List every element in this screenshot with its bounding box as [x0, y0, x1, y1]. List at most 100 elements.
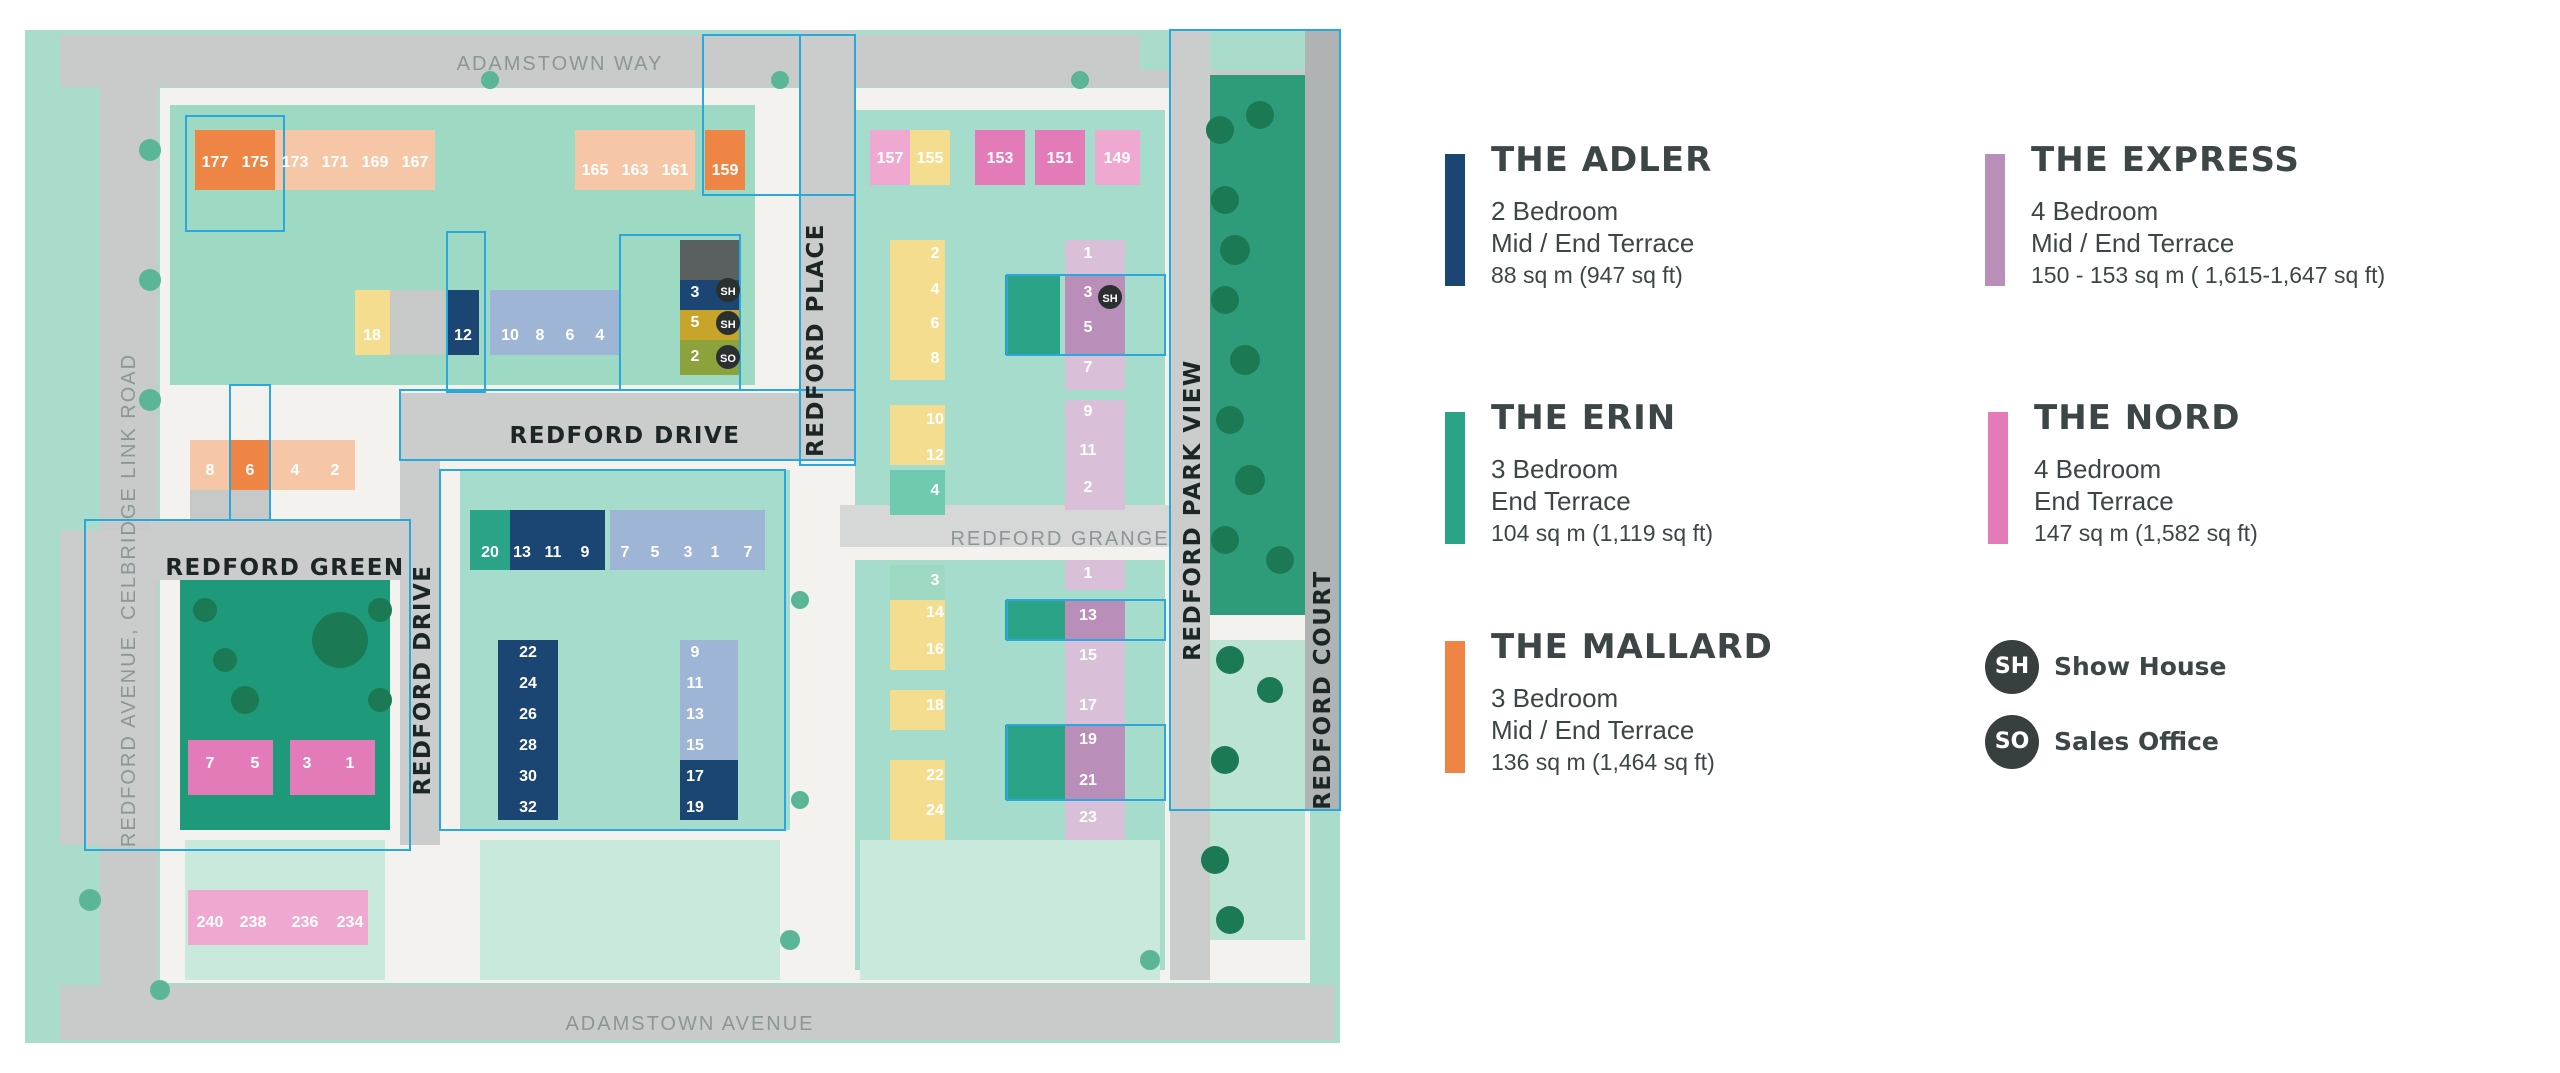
- plot-number[interactable]: 165: [582, 162, 609, 179]
- mallard-swatch: [1445, 641, 1465, 773]
- plot-number[interactable]: 16: [926, 641, 944, 658]
- plot-number[interactable]: 4: [931, 281, 940, 298]
- plot-number[interactable]: 22: [519, 644, 537, 661]
- plot-number[interactable]: 11: [1080, 442, 1097, 459]
- plot-number[interactable]: 8: [206, 462, 215, 479]
- plot-number[interactable]: 240: [197, 914, 224, 931]
- plot-number[interactable]: 4: [596, 327, 605, 344]
- plot-number[interactable]: 7: [1084, 359, 1093, 376]
- plot-number[interactable]: 155: [917, 150, 944, 167]
- plot-number[interactable]: 3: [931, 572, 940, 589]
- plot-number[interactable]: 236: [292, 914, 319, 931]
- plot-number[interactable]: 1: [1084, 245, 1093, 262]
- plot-number[interactable]: 15: [1079, 647, 1097, 664]
- plot-number[interactable]: 7: [206, 755, 215, 772]
- plot-number[interactable]: 3: [684, 544, 693, 561]
- plot-number[interactable]: 20: [481, 544, 499, 561]
- plot-number[interactable]: 21: [1079, 772, 1097, 789]
- plot-number[interactable]: 4: [931, 482, 940, 499]
- plot-number[interactable]: 157: [877, 150, 904, 167]
- plot-number[interactable]: 177: [202, 154, 229, 171]
- plot-number[interactable]: 6: [931, 315, 940, 332]
- plot-number[interactable]: 26: [519, 706, 537, 723]
- plot-number[interactable]: 2: [1084, 479, 1093, 496]
- plot-number[interactable]: 22: [926, 767, 944, 784]
- plot-number[interactable]: 8: [536, 327, 545, 344]
- plot-number[interactable]: 7: [621, 544, 630, 561]
- plot-number[interactable]: 159: [712, 162, 739, 179]
- plot-number[interactable]: 11: [687, 675, 704, 692]
- plot-number[interactable]: 28: [519, 737, 537, 754]
- nord-title: THE NORD: [2034, 398, 2241, 438]
- plot-number[interactable]: 1: [1084, 565, 1093, 582]
- plot-number[interactable]: 5: [691, 314, 700, 331]
- plot-number[interactable]: 11: [545, 544, 562, 561]
- plot-number[interactable]: 7: [744, 544, 753, 561]
- plot-number[interactable]: 4: [291, 462, 300, 479]
- nord-bedrooms: 4 Bedroom: [2034, 454, 2162, 484]
- plot-number[interactable]: 3: [691, 284, 700, 301]
- plot-number[interactable]: 18: [363, 327, 381, 344]
- plot-number[interactable]: 2: [931, 245, 940, 262]
- plot-number[interactable]: 175: [242, 154, 269, 171]
- plot-number[interactable]: 153: [987, 150, 1014, 167]
- plot-number[interactable]: 14: [926, 604, 944, 621]
- legend-express: THE EXPRESS 4 Bedroom Mid / End Terrace …: [1985, 140, 2545, 288]
- plot-number[interactable]: 18: [926, 697, 944, 714]
- plot-number[interactable]: 167: [402, 154, 429, 171]
- plot-number[interactable]: 17: [1079, 697, 1097, 714]
- plot-number[interactable]: 30: [519, 768, 537, 785]
- plot-number[interactable]: 32: [519, 799, 537, 816]
- plot-number[interactable]: 238: [240, 914, 267, 931]
- plot-number[interactable]: 163: [622, 162, 649, 179]
- express-title: THE EXPRESS: [2031, 140, 2300, 180]
- plot-number[interactable]: 23: [1079, 809, 1097, 826]
- plot-number[interactable]: 5: [251, 755, 260, 772]
- plot-number[interactable]: 10: [926, 411, 944, 428]
- plot-number[interactable]: 12: [926, 447, 944, 464]
- plot-number[interactable]: 2: [331, 462, 340, 479]
- plot-number[interactable]: 5: [651, 544, 660, 561]
- adler-size: 88 sq m (947 sq ft): [1491, 262, 1683, 288]
- plot-number[interactable]: 24: [926, 802, 944, 819]
- plot-number[interactable]: 161: [662, 162, 689, 179]
- express-swatch: [1985, 154, 2005, 286]
- plot-number[interactable]: 171: [322, 154, 349, 171]
- plot-number[interactable]: 9: [691, 644, 700, 661]
- plot-number[interactable]: 9: [1084, 403, 1093, 420]
- plot-number[interactable]: 6: [246, 462, 255, 479]
- plot-number[interactable]: 3: [303, 755, 312, 772]
- plots-top-left: [195, 130, 435, 190]
- plot-number[interactable]: 13: [1079, 607, 1097, 624]
- plot-number[interactable]: 173: [282, 154, 309, 171]
- sales-office-label: Sales Office: [2054, 727, 2219, 756]
- plots-top-mid: [575, 130, 745, 190]
- plot-number[interactable]: 151: [1047, 150, 1074, 167]
- plot-number[interactable]: 9: [581, 544, 590, 561]
- plot-number[interactable]: 19: [1079, 731, 1097, 748]
- adamstown-avenue-road: [60, 985, 1335, 1040]
- plot-number[interactable]: 19: [686, 799, 704, 816]
- plot-number[interactable]: 169: [362, 154, 389, 171]
- plot-number[interactable]: 2: [691, 348, 700, 365]
- erin-terrace: End Terrace: [1491, 486, 1631, 516]
- plot-number[interactable]: 3: [1084, 284, 1093, 301]
- plot-number[interactable]: 13: [686, 706, 704, 723]
- plot-number[interactable]: 234: [337, 914, 364, 931]
- plot-number[interactable]: 1: [346, 755, 355, 772]
- plot-number[interactable]: 12: [454, 327, 472, 344]
- mallard-title: THE MALLARD: [1491, 627, 1773, 667]
- adamstown-way-road: [60, 35, 1335, 87]
- plot-number[interactable]: 13: [513, 544, 531, 561]
- plot-number[interactable]: 15: [686, 737, 704, 754]
- plot-number[interactable]: 10: [501, 327, 519, 344]
- plot-number[interactable]: 5: [1084, 319, 1093, 336]
- plot-number[interactable]: 17: [686, 768, 704, 785]
- plot-number[interactable]: 149: [1104, 150, 1131, 167]
- plot-number[interactable]: 24: [519, 675, 537, 692]
- plot-number[interactable]: 8: [931, 350, 940, 367]
- plot-number[interactable]: 6: [566, 327, 575, 344]
- plot-number[interactable]: 1: [711, 544, 720, 561]
- site-plan-map: ADAMSTOWN WAY ADAMSTOWN AVENUE REDFORD D…: [25, 29, 1341, 1043]
- express-terrace: Mid / End Terrace: [2031, 228, 2235, 258]
